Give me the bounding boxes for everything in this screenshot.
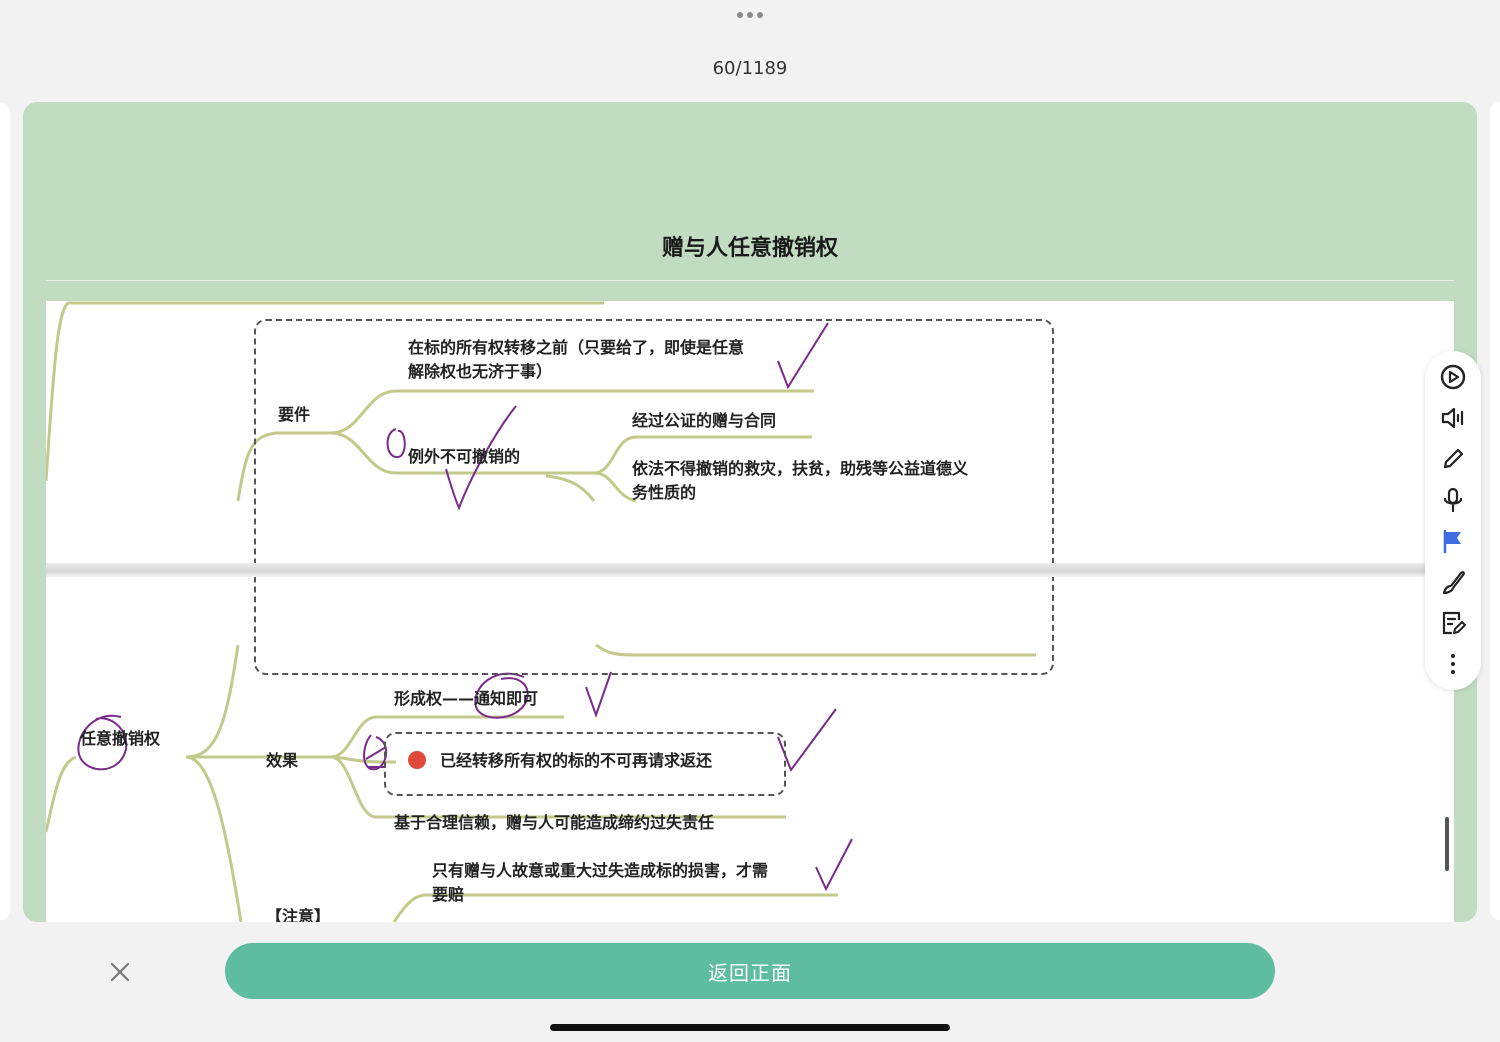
previous-card-edge[interactable]	[0, 102, 10, 920]
speaker-icon[interactable]	[1439, 404, 1467, 432]
home-indicator[interactable]	[550, 1024, 950, 1031]
note-text-line1: 只有赠与人故意或重大过失造成标的损害，才需	[432, 861, 769, 880]
condition-text-line1: 在标的所有权转移之前（只要给了，即使是任意	[408, 338, 745, 357]
flag-icon[interactable]	[1439, 527, 1467, 555]
effect-highlight-box	[384, 732, 786, 796]
image-panel-divider	[46, 563, 1454, 577]
requirements-box	[254, 319, 1054, 563]
exception-item-public-line1: 依法不得撤销的救灾，扶贫，助残等公益道德义	[632, 459, 969, 478]
card-counter: 60/1189	[712, 58, 788, 79]
more-handle[interactable]	[735, 8, 765, 22]
note-label: 【注意】	[266, 907, 331, 922]
pencil-icon[interactable]	[1439, 445, 1467, 473]
note-text-line2: 要赔	[432, 885, 465, 904]
red-dot-icon	[408, 751, 426, 769]
requirements-box-bottom-edge	[254, 577, 1054, 675]
exception-label: 例外不可撤销的	[408, 447, 521, 466]
mindmap-image-top: 在标的所有权转移之前（只要给了，即使是任意 解除权也无济于事） 要件 例外不可撤…	[46, 301, 1454, 563]
close-icon[interactable]	[104, 956, 136, 988]
effect-item-no-return: 已经转移所有权的标的不可再请求返还	[408, 749, 712, 773]
condition-text-line2: 解除权也无济于事）	[408, 362, 553, 381]
card-title: 赠与人任意撤销权	[661, 236, 838, 261]
exception-item-public-line2: 务性质的	[632, 483, 697, 502]
root-label: 任意撤销权	[80, 729, 161, 748]
mindmap-image-bottom: 任意撤销权 形成权——通知即可 效果 已经转移所有权的标的不可再请求返还 基于合…	[46, 577, 1454, 922]
requirements-label: 要件	[278, 405, 311, 424]
dot-icon	[747, 12, 753, 18]
microphone-icon[interactable]	[1439, 486, 1467, 514]
mindmap-branches-top	[46, 301, 829, 511]
effect-label: 效果	[266, 751, 299, 770]
effect-item-liability: 基于合理信赖，赠与人可能造成缔约过失责任	[394, 813, 715, 832]
exception-item-notarized: 经过公证的赠与合同	[632, 411, 777, 430]
flashcard-back: 赠与人任意撤销权 在标的所有权转移之前（只要给了，即使是任意 解除权也无济于事）…	[23, 102, 1477, 922]
dot-icon	[737, 12, 743, 18]
formation-right-text: 形成权——通知即可	[394, 689, 539, 708]
brush-icon[interactable]	[1439, 568, 1467, 596]
back-to-front-button[interactable]: 返回正面	[225, 943, 1275, 999]
next-card-edge[interactable]	[1490, 102, 1500, 920]
note-edit-icon[interactable]	[1439, 609, 1467, 637]
title-divider	[46, 280, 1454, 281]
dot-icon	[757, 12, 763, 18]
more-vertical-icon[interactable]	[1439, 650, 1467, 678]
play-circle-icon[interactable]	[1439, 363, 1467, 391]
side-toolbar	[1425, 351, 1481, 690]
scroll-indicator[interactable]	[1445, 817, 1449, 871]
effect-item-no-return-text: 已经转移所有权的标的不可再请求返还	[440, 751, 713, 770]
